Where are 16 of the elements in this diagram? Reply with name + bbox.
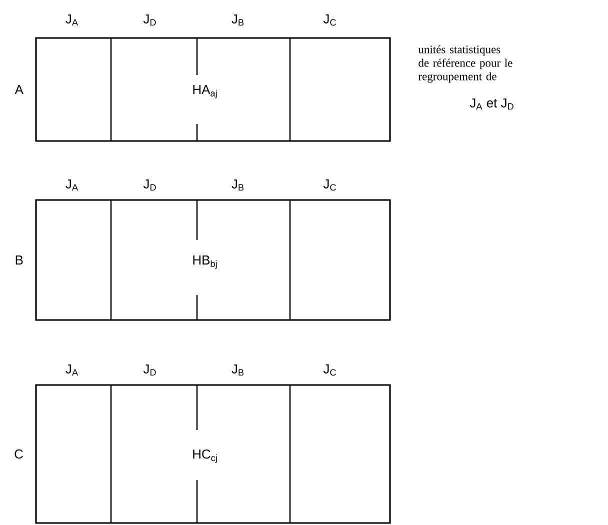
row-label: A bbox=[14, 85, 24, 94]
column-label: J$_{B}$ bbox=[232, 179, 244, 191]
column-label: J$_{A}$ bbox=[66, 179, 78, 191]
column-label: J$_{D}$ bbox=[143, 179, 156, 191]
table-row: HB$_{bj}$ bbox=[35, 199, 391, 321]
table-row: HA$_{aj}$ bbox=[35, 37, 391, 142]
table-row: HC$_{cj}$ bbox=[35, 384, 391, 524]
row-label: C bbox=[14, 449, 23, 459]
note-text: unités statistiques de référence pour le regroupement de bbox=[418, 45, 512, 83]
row-label: B bbox=[16, 256, 23, 264]
column-label: J$_{B}$ bbox=[232, 14, 244, 26]
column-label: J$_{C}$ bbox=[323, 14, 336, 26]
column-label: J$_{D}$ bbox=[143, 14, 156, 26]
note-text: J$_{A}$ et J$_{D}$ bbox=[470, 98, 514, 110]
column-label: J$_{C}$ bbox=[323, 179, 336, 191]
column-label: J$_{A}$ bbox=[66, 14, 78, 26]
